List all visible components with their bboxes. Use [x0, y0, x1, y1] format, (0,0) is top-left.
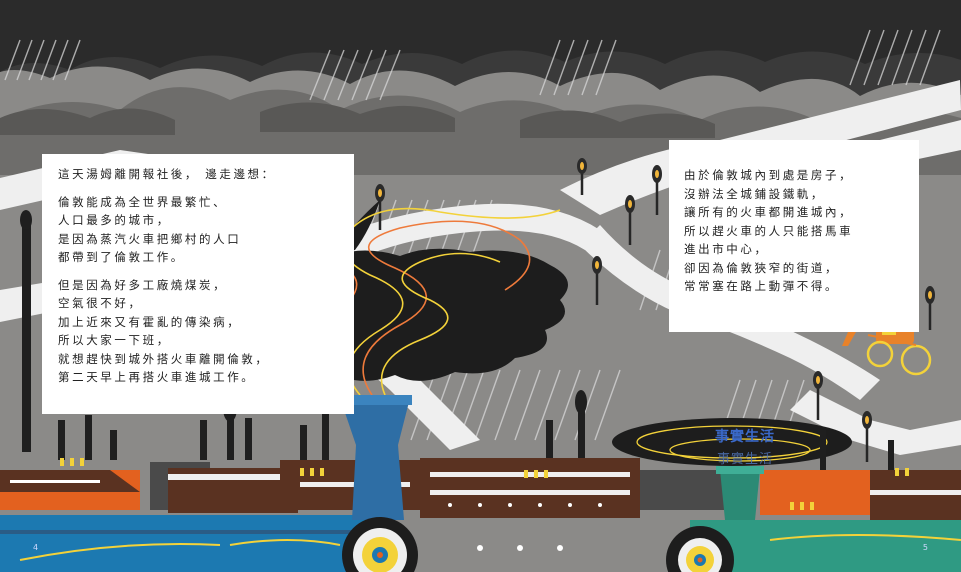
text-line: 沒辦法全城鋪設鐵軌， — [684, 186, 825, 201]
text-line: 人口最多的城市， — [58, 213, 171, 227]
text-line: 這天湯姆離開報社後， 邊走邊想： — [58, 167, 276, 181]
text-line: 所以趕火車的人只能搭馬車 — [684, 223, 854, 238]
text-line: 是因為蒸汽火車把鄉村的人口 — [58, 231, 242, 246]
text-line: 都帶到了倫敦工作。 — [58, 250, 185, 264]
smoke-puff-right — [612, 418, 852, 466]
page-number-right: 5 — [922, 543, 928, 552]
text-line: 讓所有的火車都開進城內， — [684, 205, 854, 219]
blue-locomotive — [0, 395, 418, 572]
watermark-line-1: 事實生活 — [715, 429, 775, 445]
text-line — [58, 267, 354, 276]
story-text-right: 由於倫敦城內到處是房子， 沒辦法全城鋪設鐵軌， 讓所有的火車都開進城內， 所以趕火車的… — [669, 140, 919, 332]
text-line: 進出市中心， — [684, 242, 769, 256]
city-buildings — [0, 458, 961, 551]
green-locomotive — [666, 466, 961, 572]
text-line: 倫敦能成為全世界最繁忙、 — [58, 194, 228, 209]
text-line: 卻因為倫敦狹窄的街道， — [684, 260, 840, 275]
text-line: 所以大家一下班， — [58, 333, 171, 347]
watermark: 事實生活 事實生活 — [700, 426, 790, 467]
text-line: 就想趕快到城外搭火車離開倫敦， — [58, 351, 270, 366]
text-line: 常常塞在路上動彈不得。 — [684, 279, 840, 293]
watermark-line-2: 事實生活 — [716, 452, 773, 467]
text-line: 空氣很不好， — [58, 296, 143, 310]
page-number-left: 4 — [33, 543, 39, 552]
text-line: 第二天早上再搭火車進城工作。 — [58, 370, 256, 384]
text-line — [58, 184, 354, 193]
text-line: 但是因為好多工廠燒煤炭， — [58, 277, 228, 292]
story-text-left: 這天湯姆離開報社後， 邊走邊想： 倫敦能成為全世界最繁忙、人口最多的城市， 是因為蒸… — [42, 154, 354, 414]
text-line: 加上近來又有霍亂的傳染病， — [58, 314, 242, 329]
text-line: 由於倫敦城內到處是房子， — [684, 168, 854, 182]
lamp-posts — [375, 158, 935, 462]
